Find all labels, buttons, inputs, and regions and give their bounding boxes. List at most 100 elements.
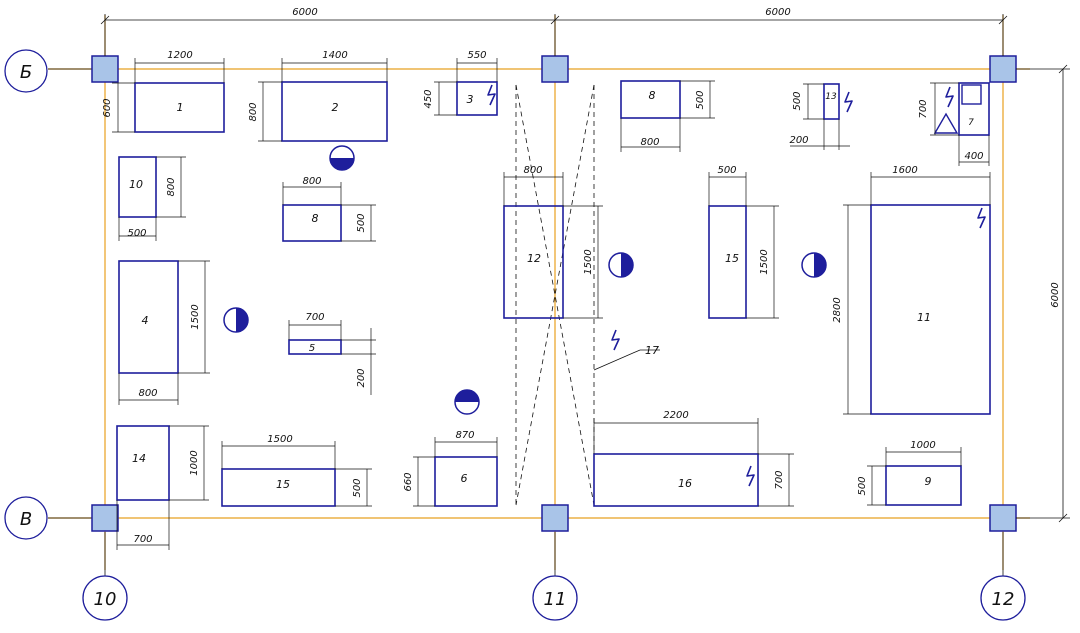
equipment-label: 2 (332, 101, 339, 114)
half-circle-icon (329, 145, 355, 171)
dim-span-right: 6000 (765, 7, 790, 18)
equipment-5: 5 (288, 339, 342, 355)
dim-text: 1600 (892, 165, 917, 176)
dim-text: 800 (138, 388, 157, 399)
columns (91, 55, 1017, 532)
equipment-label: 3 (467, 93, 474, 106)
equipment-label: 4 (142, 314, 149, 327)
equipment-label: 15 (276, 478, 290, 491)
equipment-label: 15 (725, 252, 739, 265)
dim-bay-height: 6000 (1050, 282, 1061, 307)
equipment-dimension-lines (112, 58, 991, 550)
equipment-label: 11 (917, 311, 931, 324)
dim-text: 400 (964, 151, 983, 162)
equipment-8-mid: 8 (282, 204, 342, 242)
column (989, 504, 1017, 532)
dim-text: 1500 (190, 304, 201, 329)
lightning-icon (611, 329, 620, 351)
equipment-14: 14 (116, 425, 170, 501)
equipment-label: 9 (925, 475, 932, 488)
dim-text: 500 (792, 91, 803, 110)
dim-text: 700 (774, 470, 785, 489)
equipment-label: 16 (678, 477, 692, 490)
axis-label-11: 11 (544, 589, 567, 610)
dim-text: 500 (695, 90, 706, 109)
equipment-13: 13 (823, 83, 840, 120)
equipment-6: 6 (434, 456, 498, 507)
overall-dimensions (100, 14, 1070, 523)
equipment-4: 4 (118, 260, 179, 374)
column (91, 55, 119, 83)
axis-label-v: В (20, 509, 32, 530)
light-fixture-icons (223, 145, 827, 415)
dim-text: 2800 (832, 297, 843, 322)
dim-text: 500 (127, 228, 146, 239)
dim-text: 1500 (759, 249, 770, 274)
equipment-11: 11 (870, 204, 991, 415)
axis-label-b: Б (20, 62, 32, 83)
dim-text: 800 (248, 102, 259, 121)
dim-text: 600 (102, 98, 113, 117)
dim-text: 500 (717, 165, 736, 176)
dim-text: 1500 (267, 434, 292, 445)
half-circle-icon (454, 389, 480, 415)
dim-text: 450 (423, 89, 434, 108)
lightning-icon (844, 91, 853, 113)
equipment-2: 2 (281, 81, 388, 142)
equipment-15-vertical: 15 (708, 205, 747, 319)
aisle-markings (515, 84, 595, 506)
dim-text: 870 (455, 430, 474, 441)
equipment-label: 7 (968, 118, 974, 128)
dim-text: 800 (523, 165, 542, 176)
column (541, 55, 569, 83)
equipment-label: 12 (527, 252, 541, 265)
dim-text: 800 (166, 177, 177, 196)
axis-bubble-b: Б (4, 49, 48, 93)
column (541, 504, 569, 532)
equipment-12: 12 (503, 205, 564, 319)
equipment-label: 14 (132, 452, 146, 465)
dim-text: 800 (302, 176, 321, 187)
axis-lines (48, 15, 1030, 570)
dim-span-left: 6000 (292, 7, 317, 18)
equipment-7: 7 (958, 82, 990, 136)
half-circle-icon (608, 252, 634, 278)
triangle-icon (933, 112, 959, 134)
column (989, 55, 1017, 83)
axis-bubble-11: 11 (532, 575, 578, 621)
lightning-icon (977, 207, 986, 229)
dim-text: 1500 (583, 249, 594, 274)
dim-text: 1000 (189, 450, 200, 475)
dim-text: 2200 (663, 410, 688, 421)
dim-text: 800 (640, 137, 659, 148)
equipment-label: 6 (461, 472, 468, 485)
equipment-16: 16 (593, 453, 759, 507)
equipment-3: 3 (456, 81, 498, 116)
equipment-label: 5 (309, 343, 315, 354)
equipment-label: 8 (312, 212, 319, 225)
lightning-icons (487, 84, 986, 487)
dim-text: 700 (918, 99, 929, 118)
dim-text: 1200 (167, 50, 192, 61)
equipment-layer: 1 2 3 8 13 7 10 8 (116, 80, 991, 507)
equipment-10: 10 (118, 156, 157, 218)
axis-bubble-10: 10 (82, 575, 128, 621)
column (91, 504, 119, 532)
dim-text: 200 (789, 135, 808, 146)
equipment-label: 10 (129, 178, 143, 191)
dim-text: 500 (356, 213, 367, 232)
lightning-icon (945, 86, 954, 108)
half-circle-icon (223, 307, 249, 333)
dim-text: 700 (133, 534, 152, 545)
dim-text: 1400 (322, 50, 347, 61)
callout-17: 17 (593, 344, 660, 371)
equipment-8-top: 8 (620, 80, 681, 119)
dim-text: 660 (403, 472, 414, 491)
dim-text: 500 (857, 476, 868, 495)
equipment-9: 9 (885, 465, 962, 506)
dim-text: 1000 (910, 440, 935, 451)
equipment-1: 1 (134, 82, 225, 133)
callout-label: 17 (645, 344, 659, 357)
axis-bubble-12: 12 (980, 575, 1026, 621)
